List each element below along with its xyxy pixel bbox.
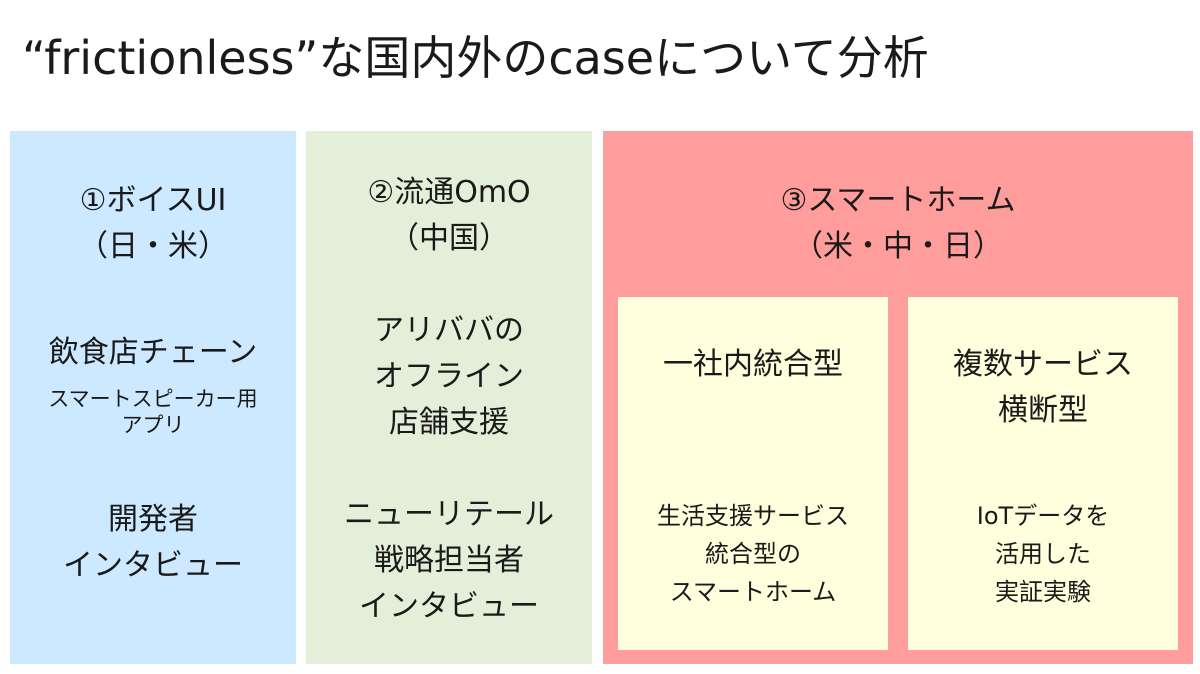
case-line: オフライン: [374, 359, 524, 394]
panel-voice-ui-method: 開発者 インタビュー: [10, 497, 296, 589]
heading-line: ②流通OmO: [367, 175, 531, 210]
method-line: ニューリテール: [344, 497, 554, 532]
example-line: 統合型の: [705, 540, 801, 568]
panel-voice-ui-heading: ①ボイスUI （日・米）: [10, 178, 296, 270]
panel-retail-omo-heading: ②流通OmO （中国）: [306, 170, 592, 262]
case-line: 店舗支援: [389, 405, 509, 440]
case-line: アリババの: [374, 313, 524, 348]
example-line: 活用した: [995, 540, 1091, 568]
example-line: 生活支援サービス: [657, 502, 849, 530]
panel-smart-home-heading: ③スマートホーム （米・中・日）: [603, 178, 1193, 270]
heading-line: （日・米）: [78, 229, 228, 264]
panel-voice-ui-case-sub: スマートスピーカー用 アプリ: [10, 386, 296, 438]
heading-line: （中国）: [389, 221, 509, 256]
subpanel-cross-service: [908, 297, 1178, 650]
case-sub-line: アプリ: [121, 413, 185, 437]
example-line: IoTデータを: [976, 502, 1110, 530]
method-line: 戦略担当者: [374, 543, 524, 578]
heading-line: ③スマートホーム: [780, 183, 1016, 218]
subpanel-single-company-example: 生活支援サービス 統合型の スマートホーム: [618, 497, 888, 611]
panel-voice-ui: [10, 131, 296, 664]
subpanel-single-company-type: 一社内統合型: [663, 347, 843, 382]
panel-voice-ui-case: 飲食店チェーン: [48, 335, 258, 370]
method-line: インタビュー: [359, 589, 539, 624]
subpanel-cross-service-type: 複数サービス 横断型: [908, 342, 1178, 434]
heading-line: ①ボイスUI: [79, 183, 227, 218]
example-line: 実証実験: [995, 578, 1091, 606]
method-line: インタビュー: [63, 548, 243, 583]
panel-retail-omo-case: アリババの オフライン 店舗支援: [306, 308, 592, 446]
method-line: 開発者: [108, 502, 198, 537]
type-line: 横断型: [998, 393, 1088, 428]
panel-retail-omo-method: ニューリテール 戦略担当者 インタビュー: [306, 492, 592, 630]
heading-line: （米・中・日）: [793, 229, 1003, 264]
subpanel-single-company: [618, 297, 888, 650]
slide-title: “frictionless”な国内外のcaseについて分析: [22, 31, 929, 85]
example-line: スマートホーム: [669, 578, 837, 606]
case-sub-line: スマートスピーカー用: [48, 387, 258, 411]
subpanel-cross-service-example: IoTデータを 活用した 実証実験: [908, 497, 1178, 611]
type-line: 複数サービス: [953, 347, 1133, 382]
panel-retail-omo: [306, 131, 592, 664]
